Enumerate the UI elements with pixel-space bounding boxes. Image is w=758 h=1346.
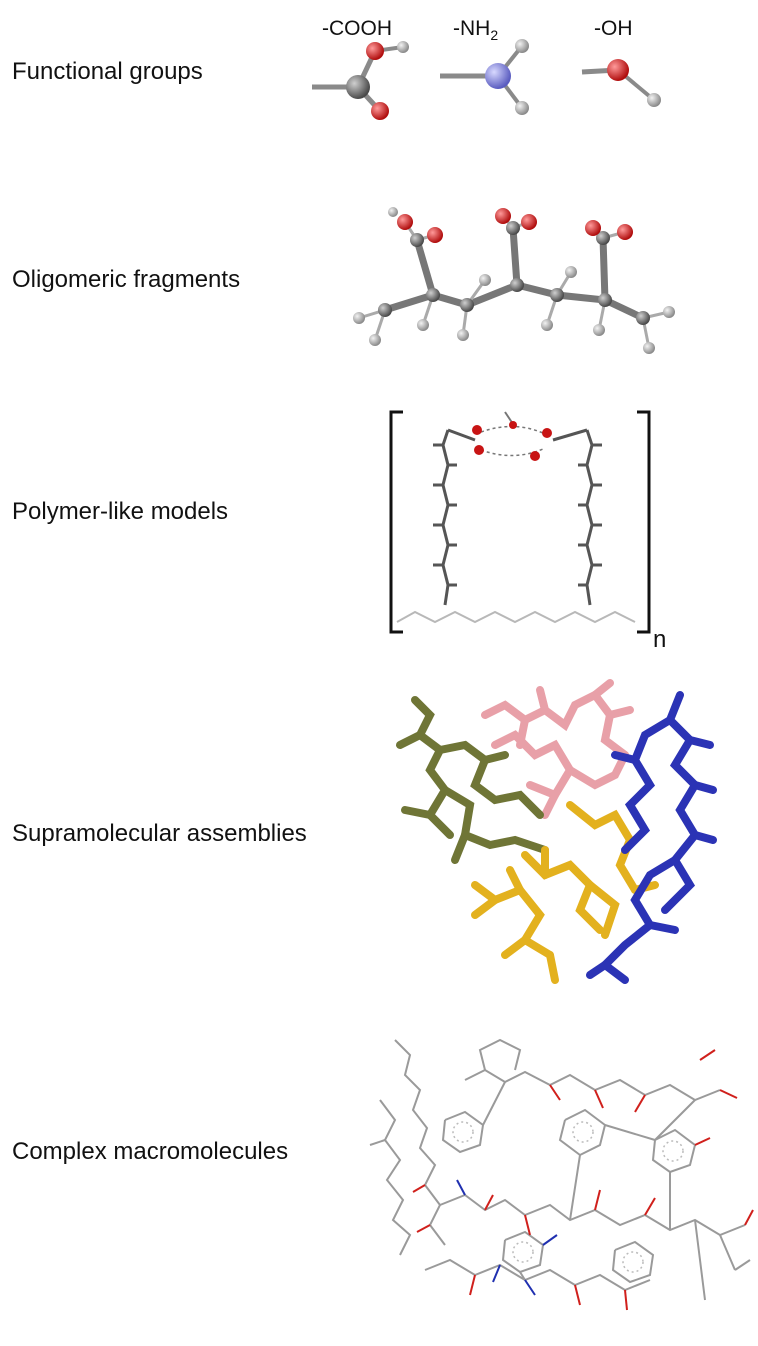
polymer-repeat-subscript: n xyxy=(653,626,667,653)
olive-molecule xyxy=(396,696,549,864)
functional-groups-graphic xyxy=(312,39,661,120)
polymer-backbone xyxy=(396,610,636,624)
nh2-label: -NH2 xyxy=(453,18,498,42)
oligomeric-fragment-graphic xyxy=(353,207,675,354)
cooh-molecule xyxy=(312,41,409,120)
supramolecular-assembly-graphic xyxy=(396,679,717,984)
row-label-polymer-like-models: Polymer-like models xyxy=(12,498,229,525)
macro-aromatic-dashes xyxy=(452,1121,684,1273)
row-label-supramolecular-assemblies: Supramolecular assemblies xyxy=(12,820,307,847)
blue-molecule xyxy=(586,691,717,984)
cooh-label: -COOH xyxy=(322,17,392,40)
macro-red-bonds xyxy=(412,1049,754,1311)
nh2-label-subscript: 2 xyxy=(490,27,499,44)
pink-molecule xyxy=(481,679,634,819)
polymer-hbond-dimer xyxy=(447,411,588,461)
polymer-model-graphic xyxy=(389,410,651,634)
nh2-molecule xyxy=(440,39,529,115)
gold-molecule xyxy=(471,801,659,984)
macro-blue-bonds xyxy=(456,1179,558,1296)
nh2-label-main: -NH xyxy=(453,17,491,40)
oh-molecule xyxy=(581,59,661,107)
macro-gray-bonds xyxy=(369,1038,751,1301)
row-label-complex-macromolecules: Complex macromolecules xyxy=(12,1138,289,1165)
polymer-left-chain xyxy=(433,429,457,606)
oh-label: -OH xyxy=(594,17,633,40)
complex-macromolecule-graphic xyxy=(369,1038,754,1311)
row-label-oligomeric-fragments: Oligomeric fragments xyxy=(12,266,241,293)
row-label-functional-groups: Functional groups xyxy=(12,58,203,85)
polymer-right-chain xyxy=(578,429,602,606)
polymer-brackets xyxy=(389,410,651,634)
